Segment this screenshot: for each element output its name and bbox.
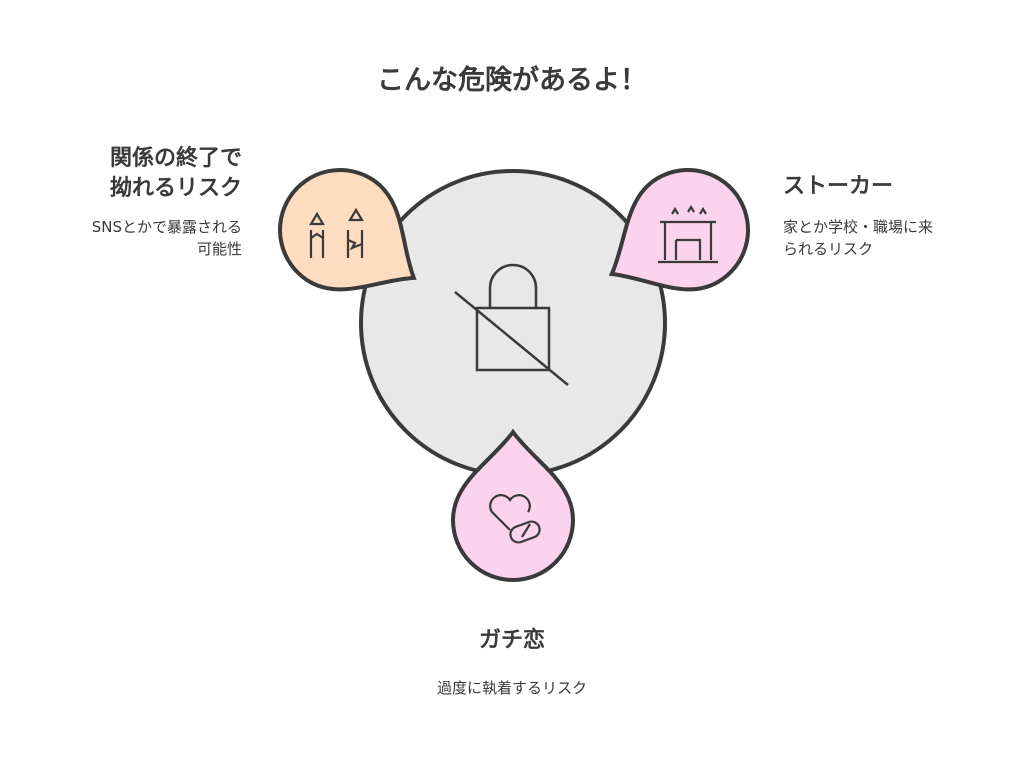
left-desc-line2: 可能性 [196,240,242,258]
right-description: 家とか学校・職場に来 られるリスク [783,216,933,260]
left-description: SNSとかで暴露される 可能性 [92,216,242,260]
left-heading-line1: 関係の終了で [109,146,242,171]
drop-left [278,168,417,292]
bottom-heading: ガチ恋 [478,628,545,653]
drop-right [608,168,750,292]
page-title: こんな危険があるよ！ [377,65,647,96]
left-desc-line1: SNSとかで暴露される [91,218,242,236]
building-icon [658,204,718,264]
left-heading-line2: 拗れるリスク [109,176,242,201]
right-heading: ストーカー [783,174,894,199]
broken-candles-icon [309,207,364,258]
drop-bottom [450,428,576,582]
right-desc-line1: 家とか学校・職場に来 [783,218,934,236]
heart-pill-icon [489,494,541,544]
right-desc-line2: られるリスク [783,240,874,258]
bottom-description: 過度に執着するリスク [436,679,587,697]
left-heading: 関係の終了で 拗れるリスク [110,144,242,204]
lock-slash-icon [454,263,569,386]
